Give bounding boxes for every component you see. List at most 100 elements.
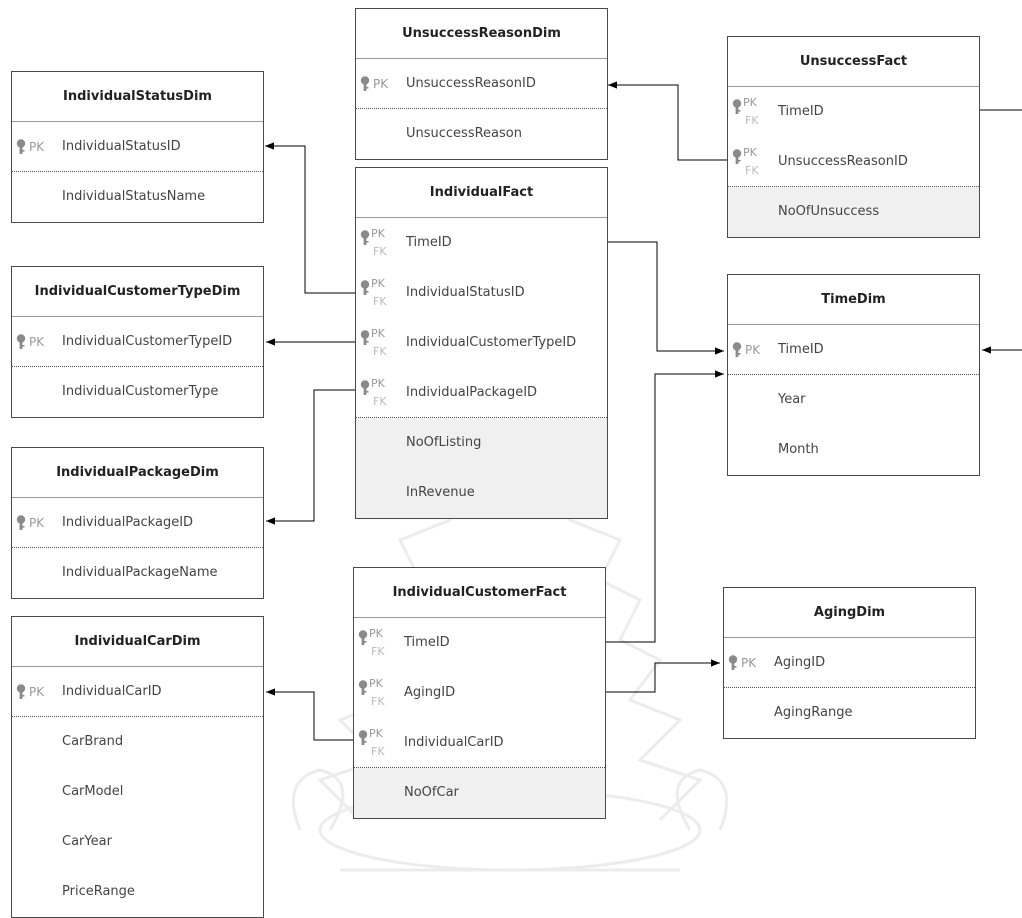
column-name: TimeID <box>406 235 452 250</box>
column-name: NoOfUnsuccess <box>778 204 880 219</box>
fk-label: FK <box>371 745 385 758</box>
link-custfact-agingdim <box>606 659 720 693</box>
column-name: IndividualPackageID <box>62 515 194 530</box>
column-name: IndividualCarID <box>62 684 162 699</box>
pk-label: PK <box>745 343 761 357</box>
column-name: CarModel <box>62 784 124 799</box>
column-name: IndividualCustomerType <box>62 384 219 399</box>
table-row[interactable]: CarYear <box>12 817 263 867</box>
table-row[interactable]: CarBrand <box>12 717 263 767</box>
fk-label: FK <box>371 695 385 708</box>
pk-label: PK <box>741 656 757 670</box>
table-row[interactable]: IndividualPackageName <box>12 548 263 598</box>
column-name: IndividualStatusID <box>406 285 525 300</box>
table-row[interactable]: PK IndividualCustomerTypeID <box>12 317 263 367</box>
fk-label: FK <box>745 114 759 127</box>
fk-label: FK <box>373 245 387 258</box>
pk-label: PK <box>29 685 45 699</box>
table-row[interactable]: PK UnsuccessReasonID <box>356 59 607 109</box>
fk-label: FK <box>373 395 387 408</box>
table-row[interactable]: AgingRange <box>724 688 975 738</box>
table-title: IndividualCustomerFact <box>354 568 605 618</box>
pk-label: PK <box>371 377 385 390</box>
table-row[interactable]: Month <box>728 425 979 475</box>
table-row[interactable]: PK IndividualPackageID <box>12 498 263 548</box>
fk-label: FK <box>371 645 385 658</box>
table-title: UnsuccessFact <box>728 37 979 87</box>
table-row[interactable]: PK IndividualCarID <box>12 667 263 717</box>
column-name: AgingID <box>774 655 826 670</box>
table-row[interactable]: UnsuccessReason <box>356 109 607 159</box>
table-row[interactable]: PK AgingID <box>724 638 975 688</box>
table-row[interactable]: InRevenue <box>356 468 607 518</box>
table-title: IndividualStatusDim <box>12 72 263 122</box>
column-name: Month <box>778 442 819 457</box>
column-name: IndividualStatusID <box>62 139 181 154</box>
link-custfact-timedim <box>606 370 724 643</box>
column-name: IndividualPackageID <box>406 385 538 400</box>
table-title: AgingDim <box>724 588 975 638</box>
column-name: CarBrand <box>62 734 124 749</box>
pk-label: PK <box>369 627 383 640</box>
column-name: NoOfCar <box>404 785 459 800</box>
key-icon <box>358 680 368 696</box>
key-icon <box>360 330 370 346</box>
pk-label: PK <box>29 516 45 530</box>
table-row[interactable]: IndividualCustomerType <box>12 367 263 417</box>
pk-label: PK <box>743 146 757 159</box>
table-row[interactable]: NoOfCar <box>354 768 605 818</box>
column-name: UnsuccessReasonID <box>778 154 908 169</box>
table-row[interactable]: NoOfListing <box>356 418 607 468</box>
key-icon <box>732 342 742 358</box>
table-row[interactable]: PK FK TimeID <box>356 218 607 268</box>
table-row[interactable]: NoOfUnsuccess <box>728 187 979 237</box>
key-icon <box>360 230 370 246</box>
column-name: AgingID <box>404 685 456 700</box>
column-name: PriceRange <box>62 884 135 899</box>
table-row[interactable]: PK FK IndividualPackageID <box>356 368 607 418</box>
key-icon <box>360 380 370 396</box>
link-custfact-cardim <box>266 688 353 741</box>
pk-label: PK <box>371 227 385 240</box>
column-name: IndividualCustomerTypeID <box>62 334 233 349</box>
table-row[interactable]: Year <box>728 375 979 425</box>
table-row[interactable]: CarModel <box>12 767 263 817</box>
fk-label: FK <box>373 295 387 308</box>
table-row[interactable]: IndividualStatusName <box>12 172 263 222</box>
column-name: UnsuccessReasonID <box>406 76 536 91</box>
column-name: CarYear <box>62 834 112 849</box>
pk-label: PK <box>29 335 45 349</box>
pk-label: PK <box>373 77 389 91</box>
table-title: IndividualFact <box>356 168 607 218</box>
column-name: AgingRange <box>774 705 853 720</box>
key-icon <box>16 334 26 350</box>
key-icon <box>358 730 368 746</box>
table-row[interactable]: PriceRange <box>12 867 263 917</box>
key-icon <box>732 99 742 115</box>
column-name: Year <box>778 392 806 407</box>
column-name: InRevenue <box>406 485 475 500</box>
column-name: UnsuccessReason <box>406 126 522 141</box>
key-icon <box>358 630 368 646</box>
